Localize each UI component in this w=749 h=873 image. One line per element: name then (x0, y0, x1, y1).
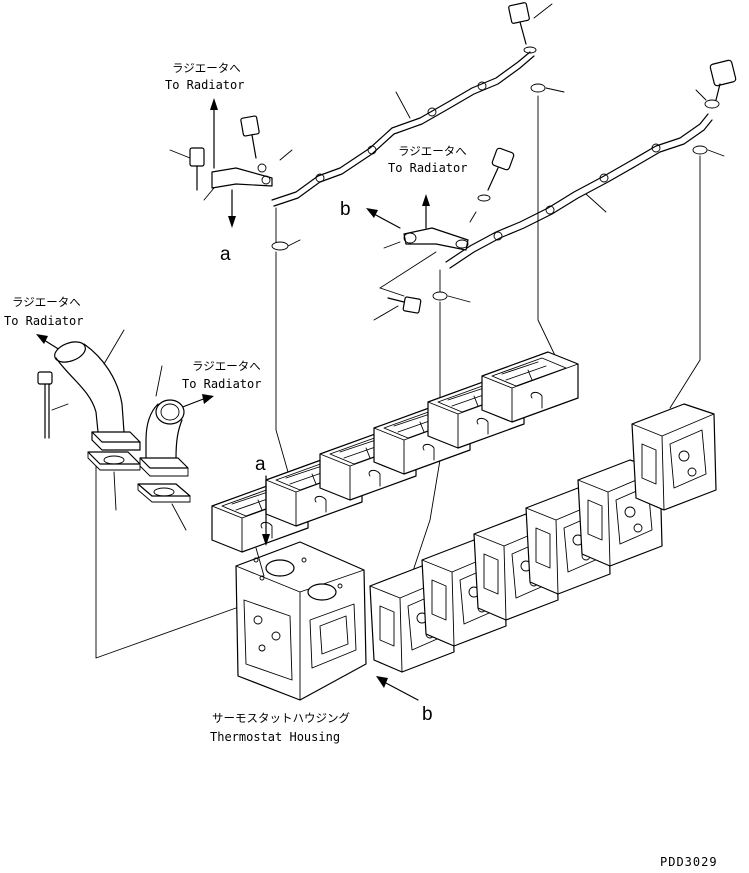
bolt-top-right (692, 59, 737, 157)
callout-to-radiator-center: ラジエータへ To Radiator (388, 144, 467, 229)
callout-to-radiator-top-left: ラジエータへ To Radiator (165, 61, 244, 169)
ref-a-top: a (220, 244, 231, 265)
callout-en-text: To Radiator (388, 161, 467, 175)
vent-tube-upper (271, 51, 535, 207)
bracket-top-left (203, 149, 293, 201)
bolt-left-bracket (169, 147, 205, 191)
outlet-elbow-center (139, 365, 189, 477)
callout-en-text: To Radiator (4, 314, 83, 328)
ref-a-lower: a (255, 454, 266, 475)
ref-b-top: b (340, 199, 351, 220)
bolt-bracket-right (240, 115, 260, 159)
cylinder-head-6 (481, 351, 579, 423)
callout-to-radiator-center-left: ラジエータへ To Radiator (179, 359, 261, 409)
gasket-center (137, 483, 191, 531)
bracket-center: b (340, 199, 477, 251)
bolt-center (477, 147, 515, 202)
washer-left-tube (271, 241, 289, 251)
cylinder-heads-lower-row (369, 403, 717, 673)
callout-jp-text: ラジエータへ (12, 295, 81, 309)
ref-b-lower: b (422, 704, 433, 725)
thermostat-housing (235, 541, 367, 701)
callout-jp-text: ラジエータへ (172, 61, 241, 75)
callout-jp-text: ラジエータへ (192, 359, 261, 373)
arrow-to-ref-b-lower: b (376, 676, 433, 725)
callout-jp-text: ラジエータへ (398, 144, 467, 158)
leader-tube-lower (585, 193, 607, 213)
bolt-top-center (508, 2, 565, 93)
thermostat-label: サーモスタットハウジング Thermostat Housing (210, 711, 350, 744)
thermostat-en-text: Thermostat Housing (210, 730, 340, 744)
arrow-to-ref-a-top: a (220, 189, 236, 265)
callout-en-text: To Radiator (182, 377, 261, 391)
leader-tube-upper (395, 91, 411, 119)
bolt-left-outlet (37, 371, 69, 439)
gasket-left (87, 451, 141, 511)
arrow-up-head (210, 98, 218, 110)
callout-en-text: To Radiator (165, 78, 244, 92)
drawing-code: PDD3029 (660, 855, 718, 869)
cylinder-heads-upper-row (211, 351, 579, 553)
thermostat-jp-text: サーモスタットハウジング (212, 711, 350, 725)
vent-tube-lower (445, 113, 713, 269)
callout-to-radiator-left: ラジエータへ To Radiator (4, 295, 83, 351)
outlet-pipe-left (54, 329, 141, 451)
bolt-lower-center (373, 251, 471, 321)
routing-lines (95, 95, 701, 659)
lower-head-6 (631, 403, 717, 511)
arrow-to-ref-a-lower: a (255, 454, 270, 546)
